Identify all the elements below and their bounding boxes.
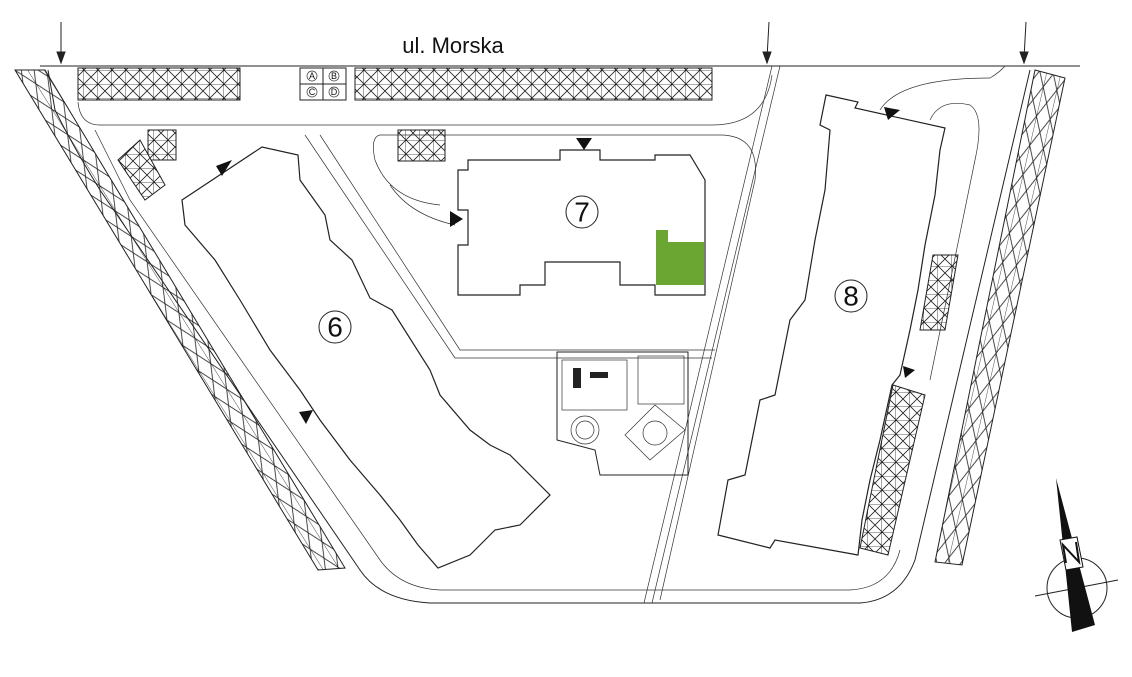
parking-box [919,254,959,331]
zone-d: D [331,87,338,97]
entry-arrow-icon [216,107,915,424]
building-6-marker [318,310,352,344]
zone-a: A [309,71,315,81]
zone-b: B [331,71,337,81]
playground-icon [556,351,689,476]
building-7-label: 7 [574,197,590,228]
building-7-marker [565,195,599,229]
green-strip-east [934,69,1066,566]
highlighted-unit[interactable] [656,230,704,285]
zone-c: C [309,87,316,97]
parking-strip-east [354,67,713,101]
building-8-marker [834,279,868,313]
north-arrow-icon [1034,478,1119,632]
internal-roads [47,65,1031,604]
building-8-label: 8 [843,281,859,312]
entry-arrow-icon [56,21,1029,65]
building-8[interactable] [717,94,946,556]
parking-strip-west [77,67,241,101]
parking-box [117,139,166,201]
building-7[interactable] [457,149,706,296]
green-strip-west [14,69,346,571]
parking-box [147,129,177,161]
parking-box [859,384,926,556]
street-name: ul. Morska [402,33,504,58]
parking-zones: A B C D [299,67,347,101]
building-6[interactable] [181,146,551,569]
building-6-label: 6 [327,312,343,343]
